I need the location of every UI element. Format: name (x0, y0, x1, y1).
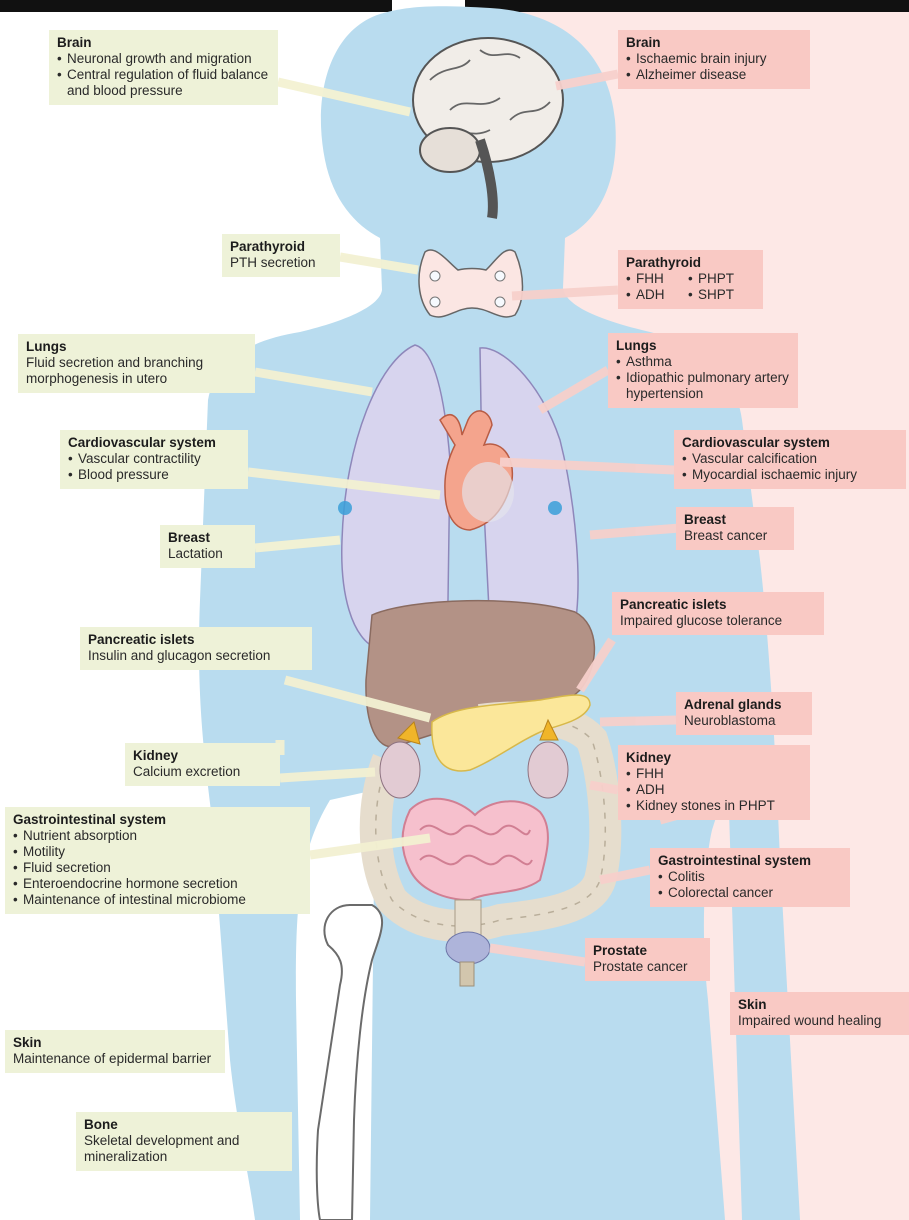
prostate (446, 932, 490, 964)
disease-parathyroid-title: Parathyroid (626, 255, 755, 271)
healthy-cardiovascular-item: Vascular contractility (68, 451, 240, 467)
disease-pancreatic-label: Pancreatic islets Impaired glucose toler… (612, 592, 824, 635)
healthy-breast-label: Breast Lactation (160, 525, 255, 568)
disease-pancreatic-text: Impaired glucose tolerance (620, 613, 816, 629)
small-intestine (403, 799, 548, 900)
disease-adrenal-text: Neuroblastoma (684, 713, 804, 729)
healthy-gi-item: Enteroendocrine hormone secretion (13, 876, 302, 892)
healthy-pancreatic-title: Pancreatic islets (88, 632, 304, 648)
healthy-gi-item: Maintenance of intestinal microbiome (13, 892, 302, 908)
healthy-parathyroid-title: Parathyroid (230, 239, 332, 255)
healthy-skin-label: Skin Maintenance of epidermal barrier (5, 1030, 225, 1073)
healthy-kidney-text: Calcium excretion (133, 764, 272, 780)
healthy-cardiovascular-item: Blood pressure (68, 467, 240, 483)
disease-skin-text: Impaired wound healing (738, 1013, 901, 1029)
disease-kidney-item: ADH (626, 782, 802, 798)
disease-pancreatic-title: Pancreatic islets (620, 597, 816, 613)
healthy-lungs-label: Lungs Fluid secretion and branching morp… (18, 334, 255, 393)
healthy-skin-title: Skin (13, 1035, 217, 1051)
disease-breast-text: Breast cancer (684, 528, 786, 544)
disease-skin-label: Skin Impaired wound healing (730, 992, 909, 1035)
healthy-kidney-label: Kidney Calcium excretion (125, 743, 280, 786)
disease-gi-item: Colitis (658, 869, 842, 885)
healthy-brain-label: Brain Neuronal growth and migration Cent… (49, 30, 278, 105)
disease-adrenal-label: Adrenal glands Neuroblastoma (676, 692, 812, 735)
right-kidney (528, 742, 568, 798)
healthy-parathyroid-label: Parathyroid PTH secretion (222, 234, 340, 277)
healthy-bone-text: Skeletal development and mineralization (84, 1133, 284, 1165)
disease-cardiovascular-item: Myocardial ischaemic injury (682, 467, 898, 483)
disease-parathyroid-item: FHH (626, 271, 684, 287)
disease-kidney-title: Kidney (626, 750, 802, 766)
disease-gi-title: Gastrointestinal system (658, 853, 842, 869)
healthy-kidney-title: Kidney (133, 748, 272, 764)
healthy-breast-text: Lactation (168, 546, 247, 562)
healthy-cardiovascular-label: Cardiovascular system Vascular contracti… (60, 430, 248, 489)
disease-brain-label: Brain Ischaemic brain injury Alzheimer d… (618, 30, 810, 89)
disease-brain-title: Brain (626, 35, 802, 51)
healthy-pancreatic-text: Insulin and glucagon secretion (88, 648, 304, 664)
disease-parathyroid-label: Parathyroid FHH PHPT ADH SHPT (618, 250, 763, 309)
disease-gi-item: Colorectal cancer (658, 885, 842, 901)
disease-brain-item: Ischaemic brain injury (626, 51, 802, 67)
disease-breast-label: Breast Breast cancer (676, 507, 794, 550)
disease-prostate-title: Prostate (593, 943, 702, 959)
healthy-breast-title: Breast (168, 530, 247, 546)
healthy-gi-item: Nutrient absorption (13, 828, 302, 844)
healthy-cardiovascular-title: Cardiovascular system (68, 435, 240, 451)
healthy-brain-title: Brain (57, 35, 270, 51)
disease-cardiovascular-item: Vascular calcification (682, 451, 898, 467)
disease-lungs-item: Asthma (616, 354, 790, 370)
healthy-gi-item: Motility (13, 844, 302, 860)
disease-kidney-label: Kidney FHH ADH Kidney stones in PHPT (618, 745, 810, 820)
healthy-parathyroid-text: PTH secretion (230, 255, 332, 271)
left-breast (338, 501, 352, 515)
disease-cardiovascular-title: Cardiovascular system (682, 435, 898, 451)
healthy-bone-label: Bone Skeletal development and mineraliza… (76, 1112, 292, 1171)
healthy-gi-title: Gastrointestinal system (13, 812, 302, 828)
disease-lungs-title: Lungs (616, 338, 790, 354)
healthy-pancreatic-label: Pancreatic islets Insulin and glucagon s… (80, 627, 312, 670)
left-kidney (380, 742, 420, 798)
healthy-skin-text: Maintenance of epidermal barrier (13, 1051, 217, 1067)
healthy-bone-title: Bone (84, 1117, 284, 1133)
disease-parathyroid-item: ADH (626, 287, 684, 303)
healthy-lungs-title: Lungs (26, 339, 247, 355)
disease-brain-item: Alzheimer disease (626, 67, 802, 83)
disease-kidney-item: Kidney stones in PHPT (626, 798, 802, 814)
disease-kidney-item: FHH (626, 766, 802, 782)
disease-breast-title: Breast (684, 512, 786, 528)
right-breast (548, 501, 562, 515)
disease-lungs-item: Idiopathic pulmonary artery hypertension (616, 370, 790, 402)
healthy-lungs-text: Fluid secretion and branching morphogene… (26, 355, 247, 387)
disease-cardiovascular-label: Cardiovascular system Vascular calcifica… (674, 430, 906, 489)
disease-skin-title: Skin (738, 997, 901, 1013)
disease-parathyroid-item: PHPT (688, 271, 755, 287)
disease-adrenal-title: Adrenal glands (684, 697, 804, 713)
disease-gi-label: Gastrointestinal system Colitis Colorect… (650, 848, 850, 907)
healthy-brain-item: Neuronal growth and migration (57, 51, 270, 67)
healthy-brain-item: Central regulation of fluid balance and … (57, 67, 270, 99)
disease-prostate-label: Prostate Prostate cancer (585, 938, 710, 981)
disease-lungs-label: Lungs Asthma Idiopathic pulmonary artery… (608, 333, 798, 408)
healthy-gi-label: Gastrointestinal system Nutrient absorpt… (5, 807, 310, 914)
healthy-gi-item: Fluid secretion (13, 860, 302, 876)
disease-prostate-text: Prostate cancer (593, 959, 702, 975)
disease-parathyroid-item: SHPT (688, 287, 755, 303)
